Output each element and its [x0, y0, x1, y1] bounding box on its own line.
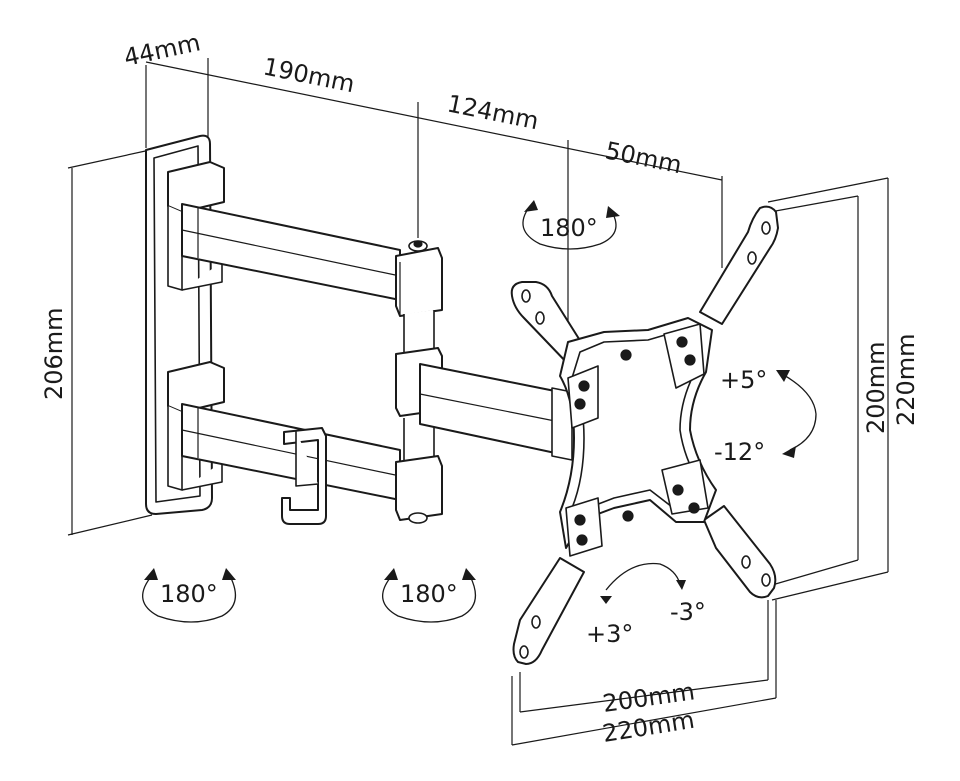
- angle-swivel-top: 180°: [540, 214, 598, 242]
- tilt-arrow-icon: [776, 370, 817, 458]
- upper-arm: [167, 161, 443, 463]
- height-dimension-lines: [67, 149, 153, 536]
- vesa-vertical-dimension-lines: [767, 177, 889, 601]
- level-arrow-icon: [600, 562, 686, 604]
- rotate-arrow-wall-icon: [142, 568, 237, 623]
- dim-50mm: 50mm: [603, 136, 684, 179]
- dim-206mm: 206mm: [40, 307, 68, 400]
- dim-200mm-vertical: 200mm: [862, 341, 890, 434]
- angle-level-plus: +3°: [586, 620, 633, 648]
- vesa-horizontal-dimension-lines: [511, 600, 777, 746]
- lower-arm: [167, 361, 443, 525]
- angle-tilt-down: -12°: [714, 438, 765, 466]
- angle-swivel-elbow: 180°: [400, 580, 458, 608]
- dim-190mm: 190mm: [261, 52, 357, 98]
- rotate-arrow-elbow-icon: [382, 568, 477, 623]
- angle-swivel-wall: 180°: [160, 580, 218, 608]
- rotate-arrow-top-icon: [522, 200, 620, 250]
- vesa-plate: [510, 205, 779, 665]
- angle-tilt-up: +5°: [720, 366, 767, 394]
- top-dimension-lines: [145, 58, 723, 330]
- dim-124mm: 124mm: [445, 89, 541, 135]
- dim-220mm-vertical: 220mm: [892, 333, 920, 426]
- forearm: [395, 347, 573, 461]
- angle-level-minus: -3°: [670, 598, 706, 626]
